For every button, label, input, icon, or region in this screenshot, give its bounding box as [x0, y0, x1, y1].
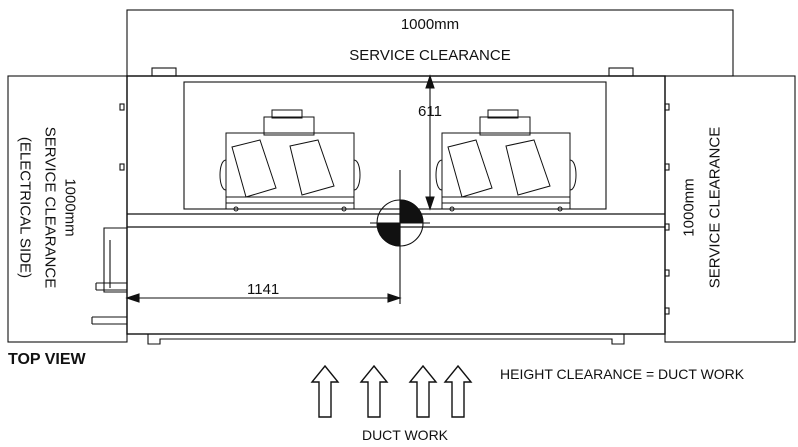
dimension-arrow	[425, 74, 435, 89]
side-lug	[119, 103, 125, 111]
duct-arrows	[310, 364, 473, 418]
view-title: TOP VIEW	[8, 351, 86, 368]
top-clearance-label: SERVICE CLEARANCE	[349, 47, 511, 64]
side-lug	[664, 307, 670, 315]
side-lug	[664, 103, 670, 111]
duct-arrow	[408, 364, 438, 418]
left-clearance-value: 1000mm	[61, 178, 79, 237]
dimension-arrow	[125, 293, 140, 303]
duct-arrow	[310, 364, 340, 418]
duct-arrow	[359, 364, 389, 418]
dimension-arrow	[425, 196, 435, 211]
duct-arrow	[443, 364, 473, 418]
top-clearance-value: 1000mm	[400, 16, 460, 33]
pipe-connection	[103, 227, 127, 293]
height-clearance-note: HEIGHT CLEARANCE = DUCT WORK	[500, 366, 745, 382]
depth-dimension-label: 611	[418, 103, 442, 120]
left-clearance-label: SERVICE CLEARANCE	[41, 126, 59, 289]
left-clearance-sub: (ELECTRICAL SIDE)	[16, 136, 34, 279]
side-lug	[664, 163, 670, 171]
unit-outline	[126, 75, 666, 335]
dimension-arrow	[387, 293, 402, 303]
fan-chamber	[183, 81, 607, 210]
side-lug	[119, 163, 125, 171]
duct-work-label: DUCT WORK	[361, 427, 449, 443]
pipe-connection	[95, 282, 127, 291]
right-clearance-label: SERVICE CLEARANCE	[706, 126, 724, 289]
mounting-bracket	[608, 67, 634, 77]
right-clearance-value: 1000mm	[680, 178, 698, 237]
offset-dimension-label: 1141	[247, 281, 280, 298]
unit-base	[147, 334, 625, 345]
pipe-connection	[91, 316, 127, 325]
center-of-gravity-symbol	[370, 199, 430, 247]
fan-unit-left	[219, 109, 361, 212]
fan-unit-right	[435, 109, 577, 212]
mounting-bracket	[151, 67, 177, 77]
side-lug	[664, 269, 670, 277]
side-lug	[664, 223, 670, 231]
